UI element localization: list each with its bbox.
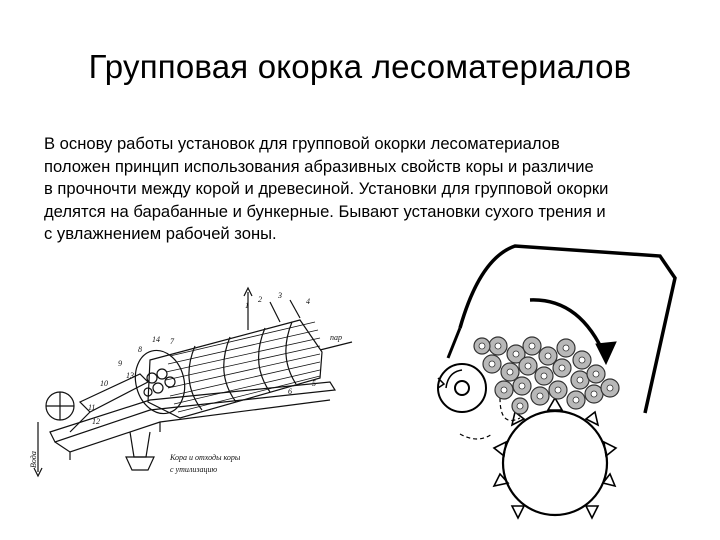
label-3: 3 [277,291,282,300]
label-13: 13 [126,371,134,380]
body-line: в прочночти между корой и древесиной. Ус… [44,179,609,198]
label-7: 7 [170,337,175,346]
bunker-debarker-figure [437,244,677,520]
label-5: 5 [312,379,316,388]
label-1: 1 [245,301,249,310]
label-bark-out: Кора и отходы коры [169,453,241,462]
body-line: делятся на барабанные и бункерные. Бываю… [44,201,606,221]
label-14: 14 [152,335,160,344]
label-12: 12 [92,417,100,426]
body-line: с увлажнением рабочей зоны. [44,224,277,243]
label-4: 4 [306,297,310,306]
drum-debarker-figure: пар Кора и отходы коры с утилизацию Вода… [30,286,353,478]
label-8: 8 [138,345,142,354]
label-bark-out-2: с утилизацию [170,465,217,474]
label-water: Вода [30,451,38,468]
label-10: 10 [100,379,108,388]
label-steam: пар [330,333,342,342]
label-6: 6 [288,387,292,396]
body-line: положен принцип использования абразивных… [44,156,594,176]
label-9: 9 [118,359,122,368]
label-11: 11 [88,403,95,412]
body-paragraph: В основу работы установок для групповой … [44,133,704,246]
body-line: В основу работы установок для групповой … [44,134,560,153]
label-2: 2 [258,295,262,304]
slide-title: Групповая окорка лесоматериалов [88,48,632,85]
